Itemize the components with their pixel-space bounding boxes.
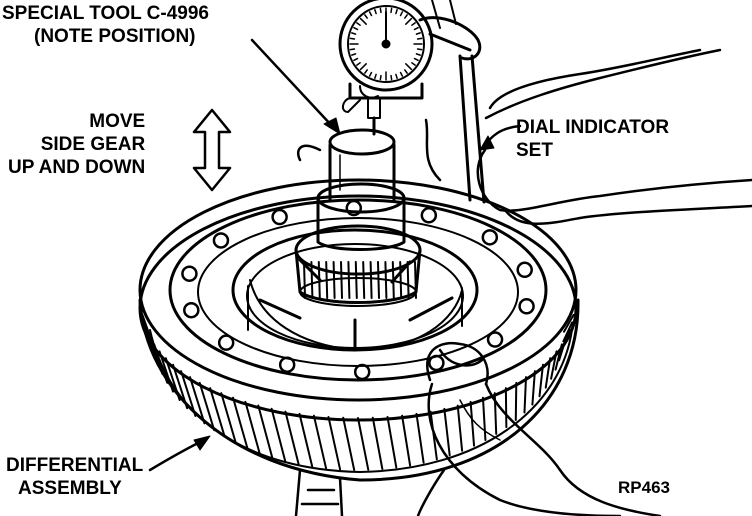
- dial-indicator: [338, 0, 482, 136]
- figure-code: RP463: [618, 478, 670, 497]
- special-tool-label: SPECIAL TOOL C-4996 (NOTE POSITION): [2, 2, 209, 48]
- hand-lower: [416, 341, 662, 516]
- hand-upper: [296, 48, 752, 225]
- up-down-arrow-icon: [192, 108, 232, 192]
- diff-line-2: ASSEMBLY: [18, 478, 122, 499]
- side-bearing: [294, 224, 422, 307]
- diff-line-1: DIFFERENTIAL: [6, 455, 144, 476]
- move-side-gear-label: MOVE SIDE GEAR UP AND DOWN: [8, 110, 145, 179]
- dial-indicator-label: DIAL INDICATOR SET: [516, 116, 669, 162]
- ring-gear: [138, 178, 580, 482]
- lower-shaft: [294, 468, 344, 516]
- special-tool-c4996: [316, 128, 406, 251]
- dial-indicator-stand: [431, 0, 486, 204]
- move-line-1: MOVE: [89, 111, 146, 132]
- special-tool-line-2: (NOTE POSITION): [34, 26, 196, 47]
- move-line-3: UP AND DOWN: [8, 157, 146, 178]
- differential-case: [231, 228, 479, 352]
- differential-assembly-label: DIFFERENTIAL ASSEMBLY: [6, 454, 143, 500]
- dial-line-1: DIAL INDICATOR: [516, 117, 670, 138]
- special-tool-line-1: SPECIAL TOOL C-4996: [2, 3, 209, 24]
- dial-line-2: SET: [516, 140, 553, 161]
- move-line-2: SIDE GEAR: [40, 134, 146, 155]
- ring-gear-bolts: [181, 199, 535, 381]
